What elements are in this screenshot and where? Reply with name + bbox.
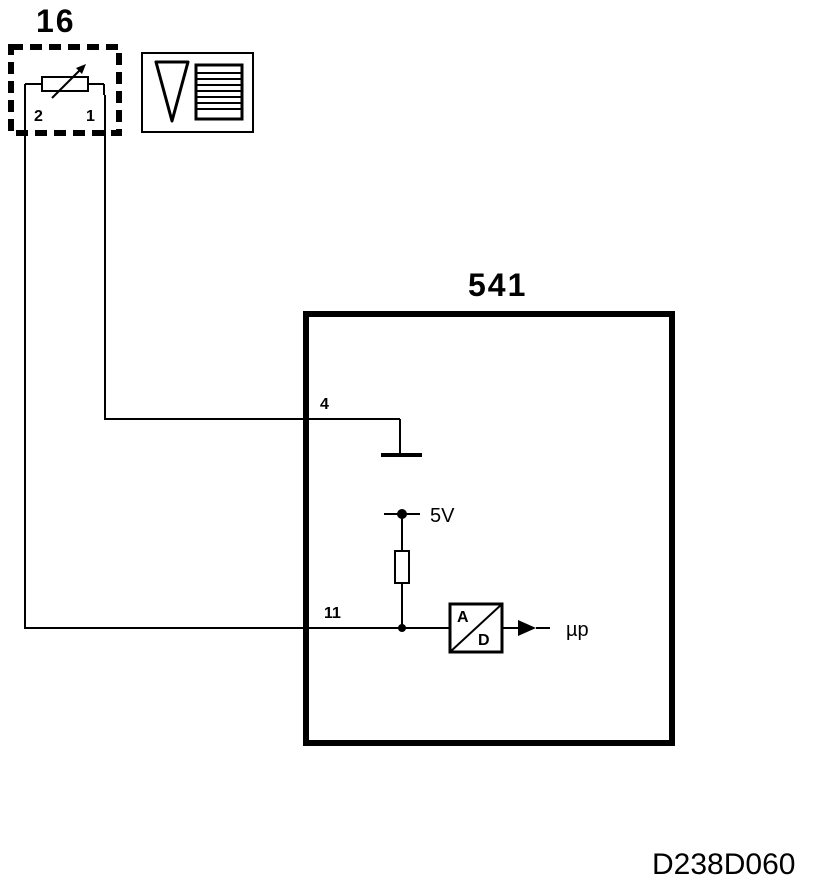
control-unit-id-label: 541 bbox=[468, 267, 527, 303]
converter-analog-label: A bbox=[457, 609, 469, 626]
sensor-pin-1-label: 1 bbox=[86, 108, 95, 125]
sensor-pin-2-label: 2 bbox=[34, 108, 43, 125]
control-unit-pin-4-label: 4 bbox=[320, 396, 329, 413]
ad-converter-icon bbox=[448, 602, 504, 654]
wire-pin-1-to-pin-4 bbox=[104, 95, 400, 420]
diagram-reference-label: D238D060 bbox=[652, 848, 795, 881]
converter-digital-label: D bbox=[478, 632, 490, 649]
control-unit-box bbox=[303, 311, 675, 746]
pull-up-resistor-icon bbox=[394, 550, 410, 632]
wire-pin-2-to-pin-11 bbox=[24, 95, 450, 629]
sensor-id-label: 16 bbox=[36, 3, 76, 39]
supply-node bbox=[384, 509, 420, 551]
output-label: µp bbox=[566, 619, 589, 641]
ground-icon bbox=[381, 419, 422, 457]
sensor-dashed-enclosure bbox=[8, 44, 122, 136]
supply-voltage-label: 5V bbox=[430, 505, 455, 527]
variable-resistor-icon bbox=[24, 64, 105, 99]
output-arrow-icon bbox=[502, 620, 550, 636]
fuel-gauge-symbol-icon bbox=[141, 52, 254, 133]
control-unit-pin-11-label: 11 bbox=[324, 605, 341, 622]
